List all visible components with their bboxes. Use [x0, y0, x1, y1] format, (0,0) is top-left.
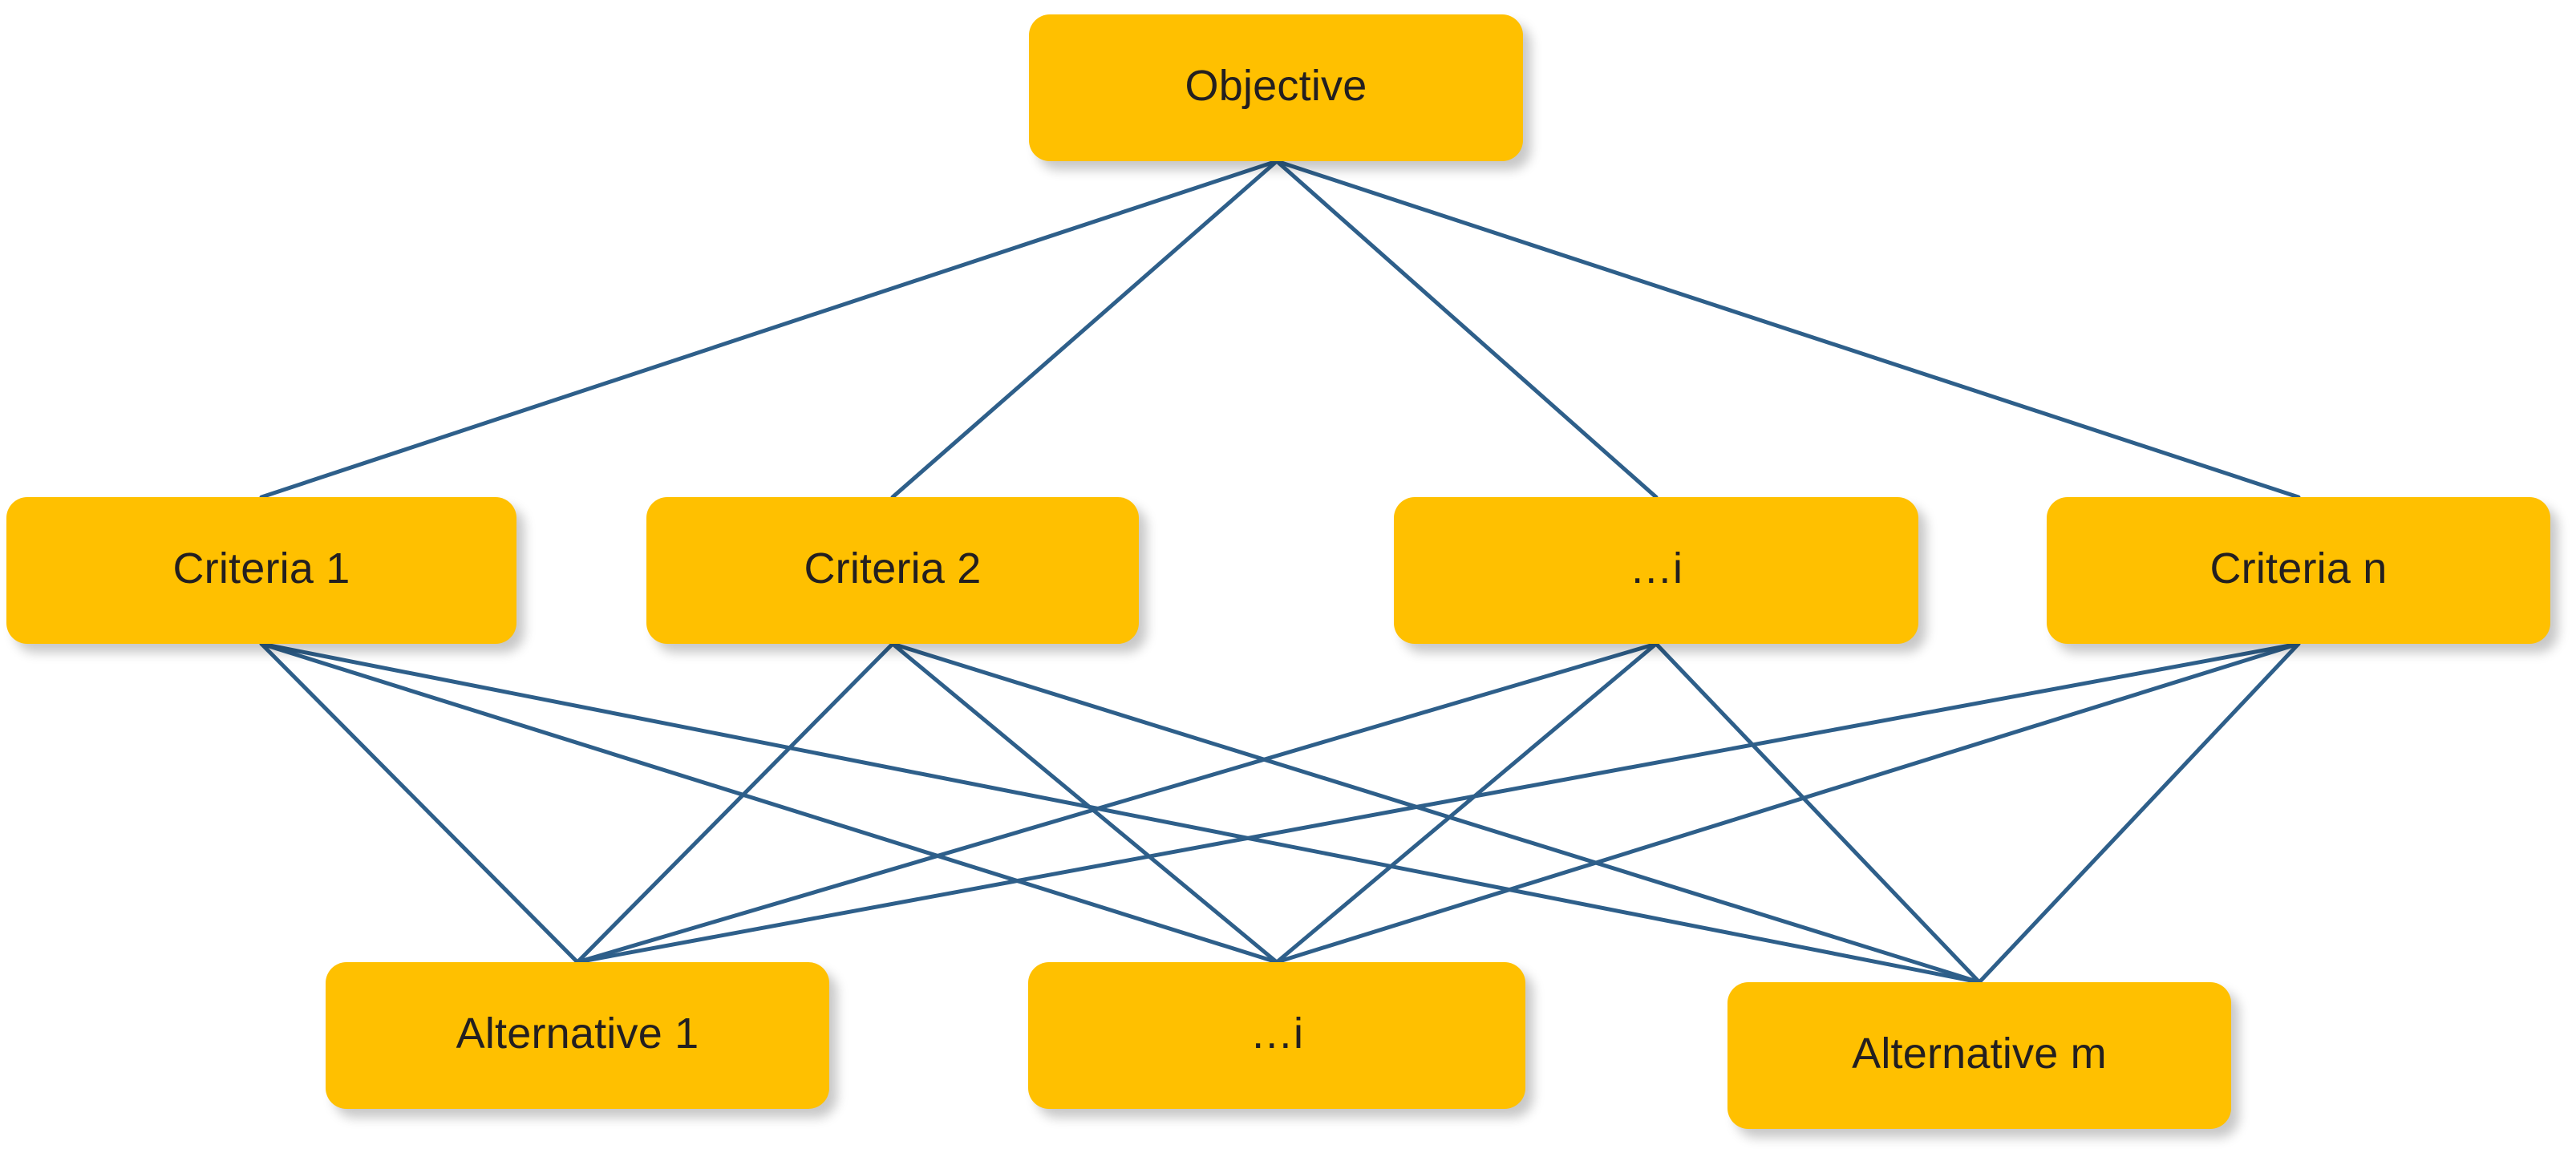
node-label-objective: Objective — [1185, 61, 1367, 110]
node-label-alternative-m: Alternative m — [1852, 1029, 2107, 1078]
node-label-alternative-i: …i — [1250, 1009, 1304, 1058]
node-label-alternative-1: Alternative 1 — [456, 1009, 699, 1058]
node-alternative-1[interactable]: Alternative 1 — [326, 962, 829, 1109]
node-alternative-m[interactable]: Alternative m — [1727, 982, 2231, 1129]
edge-criteria-2-to-alternative-1 — [575, 641, 895, 965]
edge-criteria-1-to-alternative-i — [259, 641, 1279, 965]
node-criteria-n[interactable]: Criteria n — [2047, 497, 2550, 644]
edge-objective-to-criteria-1 — [259, 159, 1279, 500]
edge-criteria-1-to-alternative-m — [259, 641, 1982, 985]
edge-criteria-n-to-alternative-i — [1274, 641, 2301, 965]
node-criteria-2[interactable]: Criteria 2 — [646, 497, 1139, 644]
node-label-criteria-1: Criteria 1 — [172, 544, 350, 593]
edge-criteria-1-to-alternative-1 — [259, 641, 580, 965]
edge-objective-to-criteria-n — [1274, 159, 2301, 500]
edge-objective-to-criteria-i — [1274, 159, 1659, 500]
edge-objective-to-criteria-2 — [890, 159, 1279, 500]
node-alternative-i[interactable]: …i — [1028, 962, 1525, 1109]
edge-criteria-i-to-alternative-i — [1274, 641, 1659, 965]
edge-criteria-i-to-alternative-1 — [575, 641, 1659, 965]
node-criteria-1[interactable]: Criteria 1 — [6, 497, 516, 644]
edge-criteria-2-to-alternative-m — [890, 641, 1982, 985]
node-label-criteria-2: Criteria 2 — [804, 544, 982, 593]
edge-criteria-n-to-alternative-1 — [575, 641, 2301, 965]
edge-criteria-n-to-alternative-m — [1977, 641, 2301, 985]
node-label-criteria-i: …i — [1629, 544, 1683, 593]
node-objective[interactable]: Objective — [1029, 14, 1523, 161]
node-criteria-i[interactable]: …i — [1394, 497, 1918, 644]
edge-criteria-i-to-alternative-m — [1654, 641, 1982, 985]
edge-criteria-2-to-alternative-i — [890, 641, 1279, 965]
node-label-criteria-n: Criteria n — [2209, 544, 2388, 593]
